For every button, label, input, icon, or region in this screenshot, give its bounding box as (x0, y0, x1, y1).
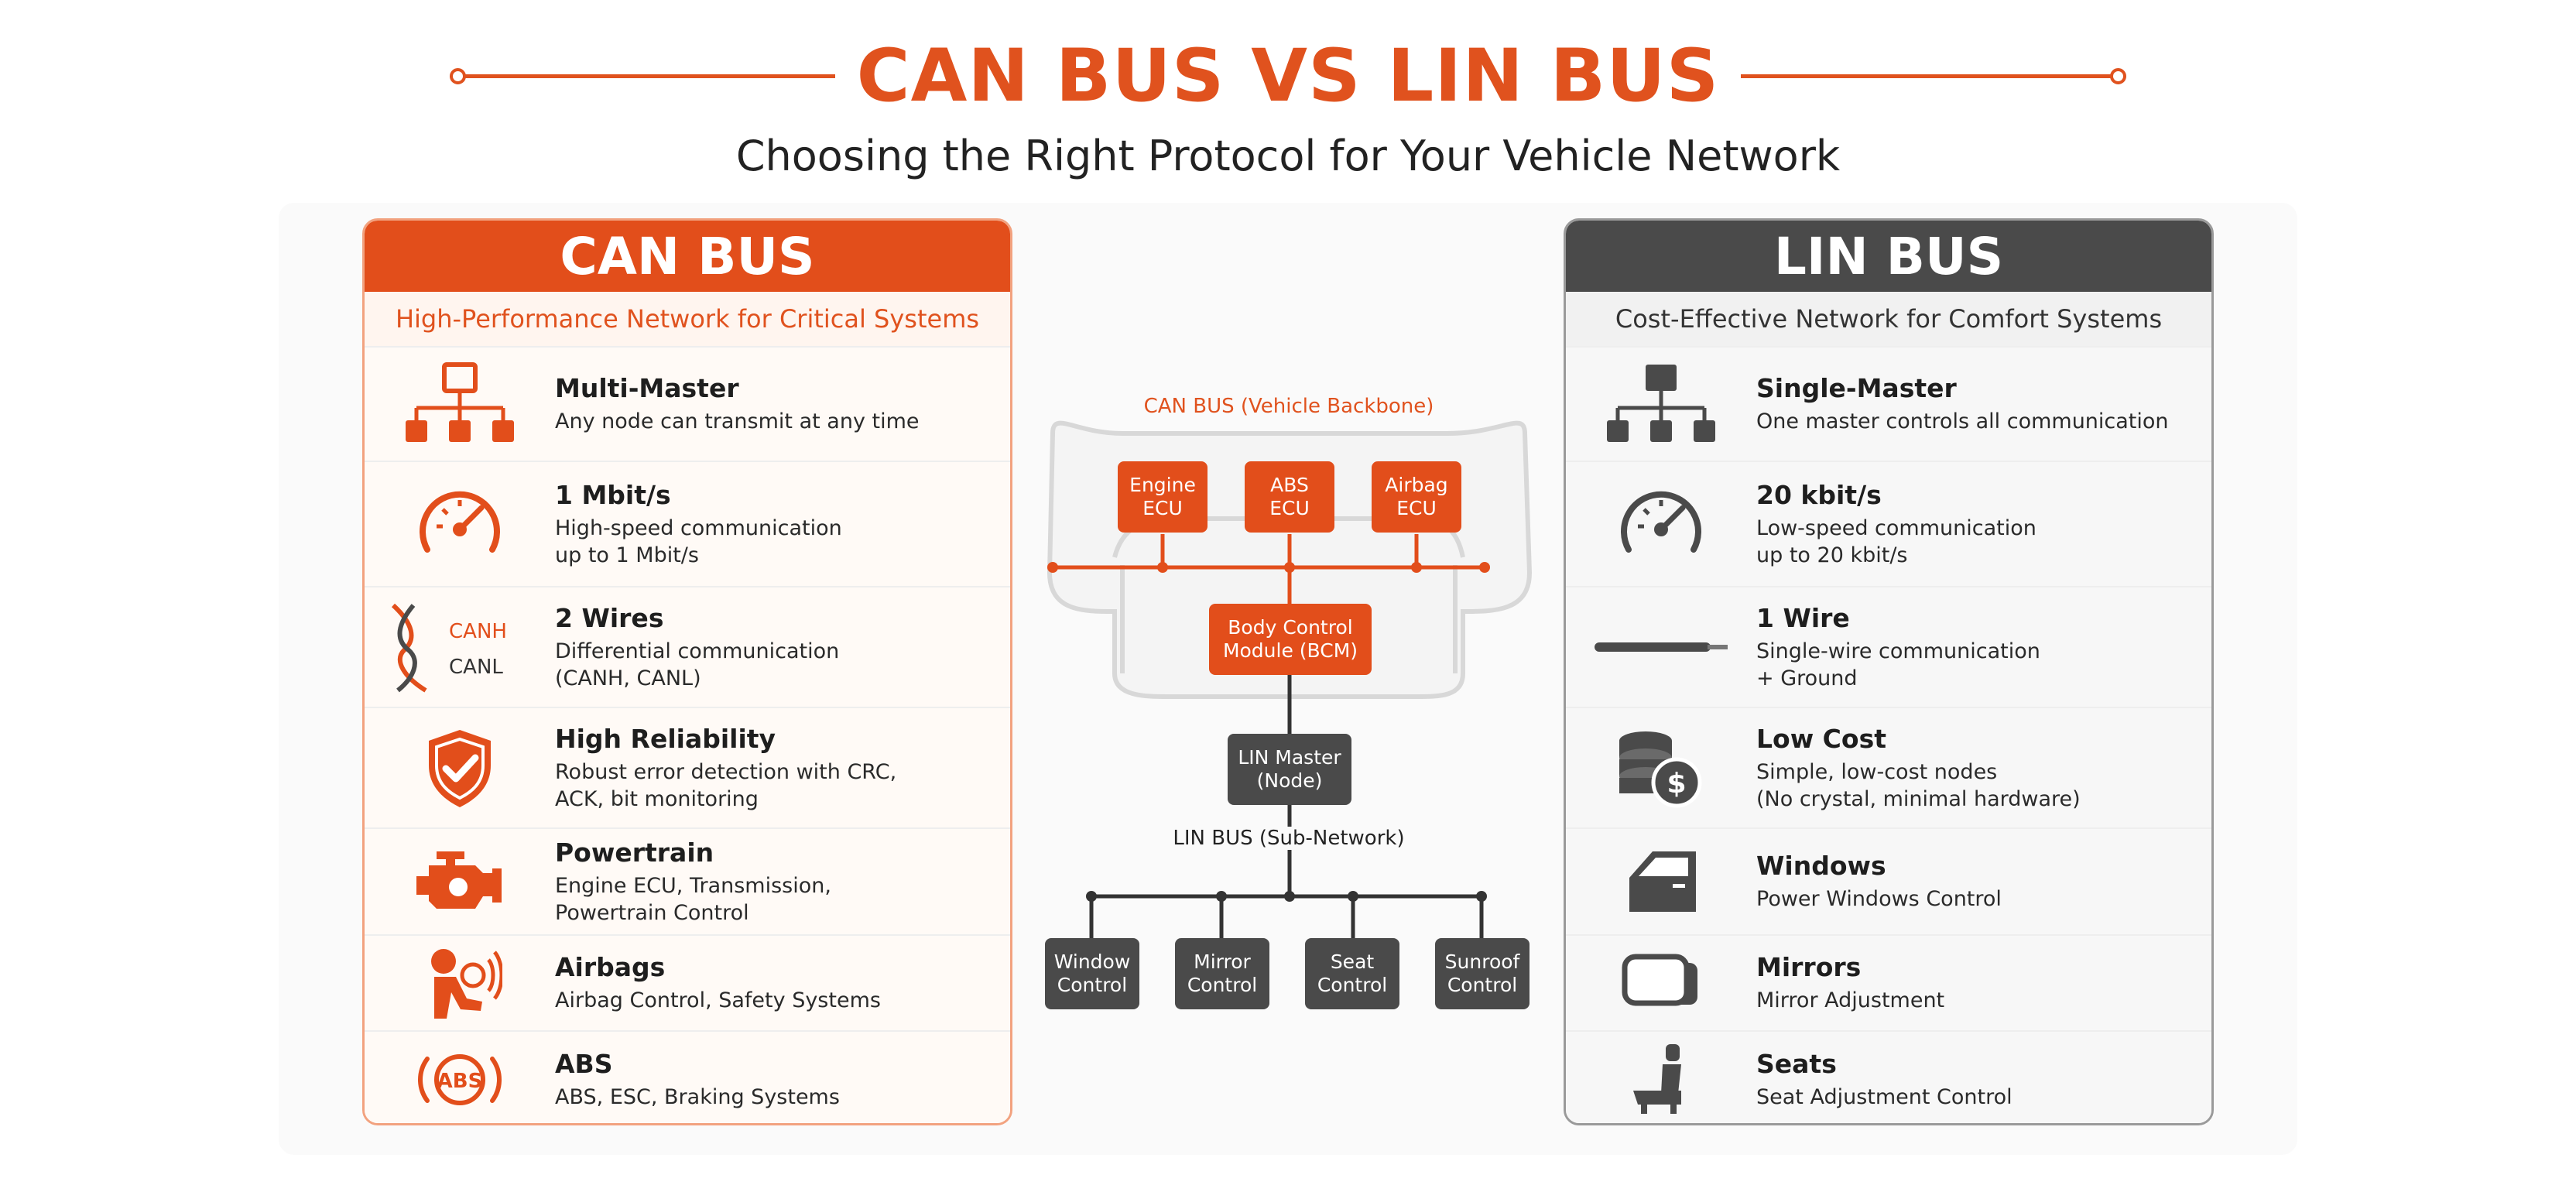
window-control-node: Window Control (1045, 938, 1139, 1009)
can-feature-abs: ABS ABS ABS, ESC, Braking Systems (365, 1032, 1010, 1123)
feature-title: Airbags (555, 952, 666, 982)
feature-desc: Simple, low-cost nodes (No crystal, mini… (1756, 759, 2081, 811)
lin-feature-cost: $ Low Cost Simple, low-cost nodes (No cr… (1566, 708, 2211, 829)
lin-bus-panel: LIN BUS Cost-Effective Network for Comfo… (1564, 218, 2214, 1125)
can-feature-airbags: Airbags Airbag Control, Safety Systems (365, 936, 1010, 1032)
coins-dollar-icon: $ (1566, 708, 1756, 827)
lin-feature-speed: 20 kbit/s Low-speed communication up to … (1566, 462, 2211, 587)
lin-bus-panel-subtitle: Cost-Effective Network for Comfort Syste… (1566, 292, 2211, 348)
can-feature-powertrain: Powertrain Engine ECU, Transmission, Pow… (365, 829, 1010, 936)
can-bus-panel-subtitle: High-Performance Network for Critical Sy… (365, 292, 1010, 348)
airbag-ecu-node: Airbag ECU (1372, 461, 1461, 533)
twisted-pair-wires-icon: CANH CANL (365, 587, 555, 707)
lin-feature-windows: Windows Power Windows Control (1566, 829, 2211, 936)
can-backbone-label: CAN BUS (Vehicle Backbone) (1143, 395, 1434, 418)
feature-title: Single-Master (1756, 373, 1957, 403)
abs-icon-text: ABS (437, 1070, 483, 1093)
lin-subnetwork-label: LIN BUS (Sub-Network) (1173, 827, 1405, 850)
lin-feature-seats: Seats Seat Adjustment Control (1566, 1032, 2211, 1123)
shield-check-icon (365, 708, 555, 827)
canh-label: CANH (449, 620, 507, 643)
speedometer-icon (1566, 462, 1756, 586)
title-decor-line-left (449, 67, 835, 84)
side-mirror-icon (1566, 936, 1756, 1030)
title-decor-line-right (1741, 67, 2127, 84)
feature-desc: Mirror Adjustment (1756, 988, 1945, 1012)
svg-text:$: $ (1667, 768, 1686, 800)
can-bus-panel-title: CAN BUS (365, 221, 1010, 292)
feature-title: Mirrors (1756, 952, 1862, 982)
feature-title: 1 Mbit/s (555, 479, 671, 510)
title-decor-dot-right (2110, 67, 2127, 84)
can-bus-panel: CAN BUS High-Performance Network for Cri… (362, 218, 1012, 1125)
car-seat-icon (1566, 1032, 1756, 1123)
can-feature-speed: 1 Mbit/s High-speed communication up to … (365, 462, 1010, 587)
feature-desc: Low-speed communication up to 20 kbit/s (1756, 516, 2036, 567)
feature-title: 2 Wires (555, 602, 664, 633)
feature-desc: Power Windows Control (1756, 887, 2002, 911)
feature-title: Windows (1756, 851, 1886, 881)
lin-feature-wire: 1 Wire Single-wire communication + Groun… (1566, 587, 2211, 708)
lin-master-node: LIN Master (Node) (1228, 734, 1351, 805)
car-door-icon (1566, 829, 1756, 934)
feature-desc: Seat Adjustment Control (1756, 1085, 2012, 1109)
can-feature-reliability: High Reliability Robust error detection … (365, 708, 1010, 829)
feature-desc: Any node can transmit at any time (555, 409, 920, 433)
network-diagram: CAN BUS (Vehicle Backbone) Engine ECU AB… (1029, 379, 1548, 1022)
feature-title: Low Cost (1756, 723, 1886, 754)
seat-control-node: Seat Control (1305, 938, 1399, 1009)
feature-title: ABS (555, 1049, 613, 1079)
multi-master-network-icon (365, 348, 555, 461)
single-master-network-icon (1566, 348, 1756, 461)
can-feature-wires: CANH CANL 2 Wires Differential communica… (365, 587, 1010, 708)
feature-desc: Differential communication (CANH, CANL) (555, 639, 840, 690)
feature-desc: Single-wire communication + Ground (1756, 639, 2040, 690)
speedometer-icon (365, 462, 555, 586)
feature-desc: ABS, ESC, Braking Systems (555, 1085, 840, 1109)
abs-ecu-node: ABS ECU (1245, 461, 1334, 533)
engine-ecu-node: Engine ECU (1118, 461, 1208, 533)
engine-icon (365, 829, 555, 934)
feature-title: 20 kbit/s (1756, 479, 1882, 510)
feature-desc: One master controls all communication (1756, 409, 2169, 433)
feature-title: 1 Wire (1756, 602, 1850, 633)
can-feature-multi-master: Multi-Master Any node can transmit at an… (365, 348, 1010, 462)
sunroof-control-node: Sunroof Control (1435, 938, 1530, 1009)
title-row: CAN BUS VS LIN BUS (0, 29, 2576, 122)
page-subtitle: Choosing the Right Protocol for Your Veh… (735, 132, 1841, 180)
feature-desc: Robust error detection with CRC, ACK, bi… (555, 759, 897, 811)
lin-feature-mirrors: Mirrors Mirror Adjustment (1566, 936, 2211, 1032)
title-decor-dot-left (449, 67, 466, 84)
feature-desc: Engine ECU, Transmission, Powertrain Con… (555, 873, 831, 925)
page-title: CAN BUS VS LIN BUS (856, 33, 1720, 118)
feature-title: Multi-Master (555, 373, 739, 403)
feature-title: High Reliability (555, 723, 776, 754)
airbag-icon (365, 936, 555, 1030)
feature-desc: Airbag Control, Safety Systems (555, 988, 881, 1012)
mirror-control-node: Mirror Control (1175, 938, 1269, 1009)
canl-label: CANL (449, 656, 503, 679)
feature-title: Seats (1756, 1049, 1837, 1079)
lin-feature-single-master: Single-Master One master controls all co… (1566, 348, 2211, 462)
feature-desc: High-speed communication up to 1 Mbit/s (555, 516, 842, 567)
feature-title: Powertrain (555, 837, 714, 868)
bcm-node: Body Control Module (BCM) (1209, 604, 1372, 675)
abs-icon: ABS (365, 1032, 555, 1123)
lin-bus-panel-title: LIN BUS (1566, 221, 2211, 292)
single-wire-icon (1566, 587, 1756, 707)
